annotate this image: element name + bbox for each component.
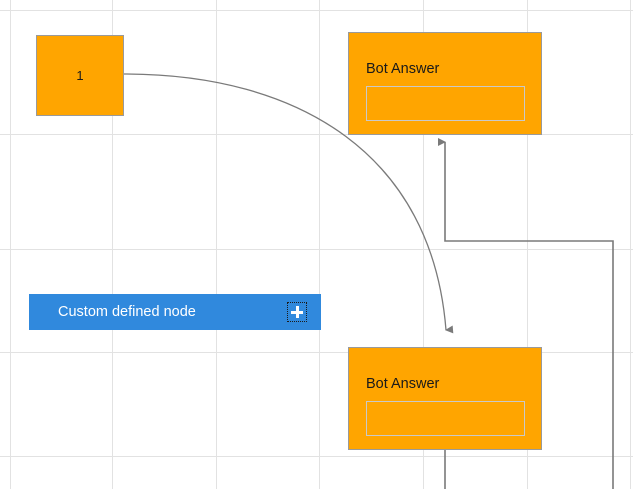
bot-answer-node-1[interactable]: Bot Answer: [348, 32, 542, 135]
bot-answer-node-1-title: Bot Answer: [366, 61, 440, 77]
gridline-vertical: [216, 0, 217, 489]
gridline-horizontal: [0, 10, 633, 11]
gridline-horizontal: [0, 352, 633, 353]
plus-icon[interactable]: [287, 302, 307, 322]
bot-answer-node-2-slot[interactable]: [366, 401, 525, 436]
gridline-horizontal: [0, 249, 633, 250]
start-node-label: 1: [76, 68, 84, 83]
gridline-vertical: [630, 0, 631, 489]
bot-answer-node-2[interactable]: Bot Answer: [348, 347, 542, 450]
gridline-vertical: [10, 0, 11, 489]
custom-defined-node-label: Custom defined node: [58, 303, 196, 320]
gridline-horizontal: [0, 456, 633, 457]
bot-answer-node-2-title: Bot Answer: [366, 376, 440, 392]
custom-defined-node-bar[interactable]: Custom defined node: [29, 294, 321, 330]
bot-answer-node-1-slot[interactable]: [366, 86, 525, 121]
gridline-vertical: [319, 0, 320, 489]
gridline-vertical: [112, 0, 113, 489]
start-node[interactable]: 1: [36, 35, 124, 116]
